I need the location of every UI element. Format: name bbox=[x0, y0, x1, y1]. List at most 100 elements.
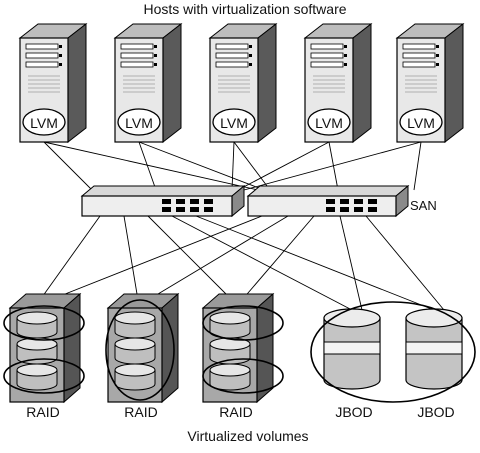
cylinder-top bbox=[16, 363, 58, 377]
drive-bay bbox=[25, 52, 59, 59]
drive-bay bbox=[310, 52, 344, 59]
disk-cylinder bbox=[209, 363, 251, 391]
drive-led bbox=[59, 45, 62, 48]
switch-port bbox=[162, 199, 171, 204]
switch-port bbox=[354, 199, 363, 204]
drive-led bbox=[249, 45, 252, 48]
storage-label: RAID bbox=[219, 404, 252, 420]
link-line bbox=[43, 141, 259, 191]
jbod-band bbox=[405, 341, 463, 355]
volume-ellipse bbox=[3, 305, 85, 341]
host-side bbox=[257, 22, 277, 144]
storage-label: RAID bbox=[124, 404, 157, 420]
cylinder-top bbox=[114, 311, 156, 325]
switch-port bbox=[326, 207, 335, 212]
link-line bbox=[39, 215, 101, 301]
lvm-ellipse bbox=[307, 108, 351, 136]
link-line bbox=[43, 141, 93, 191]
disk-cylinder bbox=[114, 363, 156, 391]
storage-group: RAID RAID RAID JBOD JBOD bbox=[3, 292, 476, 420]
switch-port bbox=[354, 207, 363, 212]
link-line bbox=[243, 141, 422, 191]
drive-bay bbox=[120, 61, 154, 68]
disk-cylinder bbox=[114, 311, 156, 339]
link-line bbox=[237, 141, 330, 191]
switch-port bbox=[368, 199, 377, 204]
switch-port bbox=[162, 207, 171, 212]
link-line bbox=[241, 215, 315, 301]
storage-label: RAID bbox=[26, 404, 59, 420]
link-line bbox=[147, 215, 289, 301]
drive-bay bbox=[120, 43, 154, 50]
disk-cylinder bbox=[16, 337, 58, 365]
volume-ellipse bbox=[310, 301, 476, 403]
storage-label: JBOD bbox=[335, 404, 372, 420]
connection-lines bbox=[39, 141, 445, 311]
lvm-ellipse bbox=[22, 108, 66, 136]
disk-cylinder bbox=[209, 311, 251, 339]
link-line bbox=[138, 141, 157, 191]
drive-bay bbox=[215, 61, 249, 68]
drive-bay bbox=[402, 61, 436, 68]
drive-bay bbox=[215, 43, 249, 50]
link-line bbox=[365, 215, 445, 311]
drive-led bbox=[249, 63, 252, 66]
lvm-label: LVM bbox=[407, 115, 435, 131]
drive-led bbox=[154, 54, 157, 57]
drive-led bbox=[59, 54, 62, 57]
lvm-label: LVM bbox=[220, 115, 248, 131]
lvm-ellipse bbox=[117, 108, 161, 136]
host-server: LVM bbox=[18, 22, 88, 144]
link-line bbox=[123, 215, 139, 301]
drive-led bbox=[436, 63, 439, 66]
link-line bbox=[171, 215, 353, 311]
drive-bay bbox=[25, 61, 59, 68]
disk-cylinder bbox=[16, 363, 58, 391]
drive-bay bbox=[215, 52, 249, 59]
switch-port bbox=[190, 199, 199, 204]
volume-ellipse bbox=[202, 305, 284, 341]
drive-led bbox=[436, 45, 439, 48]
jbod-disk: JBOD bbox=[323, 308, 381, 420]
raid-array: RAID bbox=[106, 292, 180, 420]
lvm-ellipse bbox=[399, 108, 443, 136]
host-side bbox=[444, 22, 464, 144]
cylinder-top bbox=[114, 337, 156, 351]
host-server: LVM bbox=[395, 22, 465, 144]
drive-bay bbox=[25, 43, 59, 50]
jbod-disk: JBOD bbox=[405, 308, 463, 420]
storage-label: JBOD bbox=[417, 404, 454, 420]
switch-port bbox=[204, 207, 213, 212]
cylinder-top bbox=[209, 337, 251, 351]
cylinder-top bbox=[16, 337, 58, 351]
link-line bbox=[233, 141, 271, 191]
san-switch bbox=[246, 184, 410, 218]
raid-array: RAID bbox=[201, 292, 275, 420]
switch-port bbox=[176, 207, 185, 212]
cylinder-top bbox=[209, 363, 251, 377]
drive-bay bbox=[310, 43, 344, 50]
link-line bbox=[195, 215, 435, 311]
link-line bbox=[138, 141, 265, 191]
link-line bbox=[339, 215, 363, 311]
san-switch bbox=[80, 184, 246, 218]
switch-port bbox=[204, 199, 213, 204]
volume-highlights bbox=[3, 299, 476, 403]
diagram-footer: Virtualized volumes bbox=[187, 428, 308, 444]
jbod-band bbox=[323, 341, 381, 355]
san-label: SAN bbox=[410, 198, 437, 213]
drive-bay bbox=[402, 43, 436, 50]
switch-top bbox=[80, 185, 246, 197]
disk-cylinder bbox=[16, 311, 58, 339]
drive-led bbox=[154, 45, 157, 48]
drive-led bbox=[154, 63, 157, 66]
drive-bay bbox=[120, 52, 154, 59]
switch-port bbox=[326, 199, 335, 204]
drive-led bbox=[436, 54, 439, 57]
host-server: LVM bbox=[303, 22, 373, 144]
raid-array: RAID bbox=[8, 292, 82, 420]
san-switches bbox=[80, 184, 410, 218]
drive-bay bbox=[402, 52, 436, 59]
